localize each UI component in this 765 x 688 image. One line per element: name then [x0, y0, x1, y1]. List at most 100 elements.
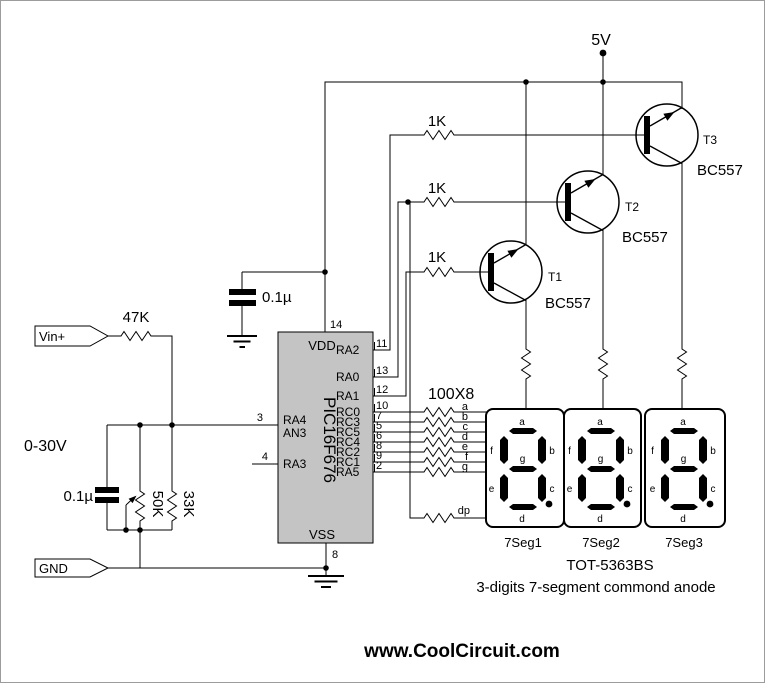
website-text: www.CoolCircuit.com	[363, 641, 560, 662]
pin-label-ra0: RA0	[336, 370, 360, 384]
pin-number-6: 6	[376, 430, 382, 442]
junction-dot	[600, 79, 606, 85]
pin-label-ra2: RA2	[336, 343, 360, 357]
pin-label-rc4: RC4	[336, 435, 360, 449]
resistor-seg-d	[419, 437, 456, 447]
resistor-1k-t3-label: 1K	[428, 113, 446, 130]
resistor-seg-g	[419, 467, 456, 477]
resistor-1k-t2	[419, 197, 456, 207]
resistor-47k	[116, 331, 153, 341]
pin-label-rc3: RC3	[336, 415, 360, 429]
resistor-seg-f	[419, 457, 456, 467]
pin-label-rc5: RC5	[336, 425, 360, 439]
input-range-label: 0-30V	[24, 438, 67, 455]
pin-number-11: 11	[376, 338, 387, 350]
resistor-1k-t1-label: 1K	[428, 249, 446, 266]
resistor-seg-a	[419, 407, 456, 417]
pin-number-3: 3	[257, 412, 263, 424]
vin-label: Vin+	[39, 329, 65, 344]
seg-a-label: a	[462, 401, 469, 413]
dp-feed-wire	[409, 202, 420, 519]
pin-number-9: 9	[376, 450, 382, 462]
pin-number-8-vss: 8	[332, 549, 338, 561]
pin-label-an3: AN3	[283, 426, 307, 440]
input-section: Vin+ 47K 0-30V 0.1µ 50K 33K GND	[24, 309, 326, 578]
resistor-seg-c	[419, 427, 456, 437]
resistor-1k-t1	[419, 267, 456, 277]
resistor-1k-t3	[419, 130, 456, 140]
digit-drivers: 1K T3 BC557 1K T2 BC557 1K T1 BC557	[373, 103, 743, 409]
wire	[152, 335, 173, 425]
t3-collector-resistor	[677, 344, 687, 381]
pin-label-rc1: RC1	[336, 455, 360, 469]
transistor-t2-ref: T2	[625, 200, 639, 214]
ra2-to-r1k-wire	[373, 134, 420, 351]
pin-number-8: 8	[376, 440, 382, 452]
rail-wire	[324, 81, 683, 332]
resistor-33k-label: 33K	[180, 491, 197, 518]
t1-collector-resistor	[521, 344, 531, 381]
vin-connector-flag	[34, 325, 110, 347]
cap-plate	[229, 289, 256, 295]
cap-plate	[95, 487, 119, 493]
transistor-t2-part: BC557	[622, 229, 668, 246]
resistor-seg-dp	[419, 513, 456, 523]
mcu-part-number: PIC16F676	[320, 397, 339, 483]
pin-label-ra5: RA5	[336, 465, 360, 479]
transistor-t1-ref: T1	[548, 270, 562, 284]
pin-number-7: 7	[376, 410, 382, 422]
pin-label-ra4: RA4	[283, 413, 307, 427]
display-part-number: TOT-5363BS	[566, 557, 653, 574]
resistor-33k	[167, 486, 177, 523]
ground-symbol	[308, 568, 344, 588]
cap-value-label: 0.1µ	[262, 289, 292, 306]
transistor-t2-symbol	[556, 170, 620, 234]
junction-dot	[523, 79, 529, 85]
gnd-label: GND	[39, 561, 68, 576]
ra0-to-r1k-wire	[373, 201, 420, 378]
transistor-t3-part: BC557	[697, 162, 743, 179]
pin-label-ra1: RA1	[336, 389, 360, 403]
display-7seg1-label: 7Seg1	[504, 535, 542, 550]
dp-tap-junction-dot	[405, 199, 411, 205]
transistor-t3-ref: T3	[703, 133, 717, 147]
pin-label-rc2: RC2	[336, 445, 360, 459]
resistor-1k-t2-label: 1K	[428, 180, 446, 197]
pin-number-5: 5	[376, 420, 382, 432]
pin-label-ra3: RA3	[283, 457, 307, 471]
seg-dp-label: dp	[458, 505, 470, 517]
potentiometer-50k	[135, 486, 145, 523]
seg-d-label: d	[462, 431, 468, 443]
cap-plate	[229, 300, 256, 306]
supply-voltage-label: 5V	[591, 32, 611, 49]
seg-e-label: e	[462, 441, 468, 453]
ground-symbol	[227, 335, 257, 348]
transistor-t3-symbol	[635, 103, 699, 167]
seg-b-label: b	[462, 411, 468, 423]
display-7seg2-label: 7Seg2	[582, 535, 620, 550]
segment-resistor-network: 100X8 a b c d e f g dp	[373, 202, 487, 523]
display-7seg3-label: 7Seg3	[665, 535, 703, 550]
seg-g-label: g	[462, 461, 468, 473]
transistor-t1-part: BC557	[545, 295, 591, 312]
seg-f-label: f	[465, 451, 469, 463]
display-caption: 3-digits 7-segment commond anode	[476, 579, 715, 596]
power-rail: 5V	[322, 32, 683, 332]
t2-collector-resistor	[598, 344, 608, 381]
decoupling-capacitor: 0.1µ	[227, 271, 325, 348]
pin-number-2: 2	[376, 460, 382, 472]
pot-wiper-arrow-icon	[128, 495, 137, 504]
transistor-t1-symbol	[479, 240, 543, 304]
mcu-vdd-label: VDD	[308, 338, 335, 353]
ra1-to-r1k-wire	[373, 271, 420, 397]
mcu-body	[277, 331, 374, 544]
resistor-47k-label: 47K	[123, 309, 150, 326]
input-cap-label: 0.1µ	[64, 488, 94, 505]
pin-number-4: 4	[262, 451, 268, 463]
pin-number-13: 13	[376, 365, 388, 377]
seg-c-label: c	[463, 421, 469, 433]
pin-number-10: 10	[376, 400, 388, 412]
mcu: VDD VSS PIC16F676 14 RA4 AN3 3 RA3 4 RA2…	[252, 319, 388, 588]
